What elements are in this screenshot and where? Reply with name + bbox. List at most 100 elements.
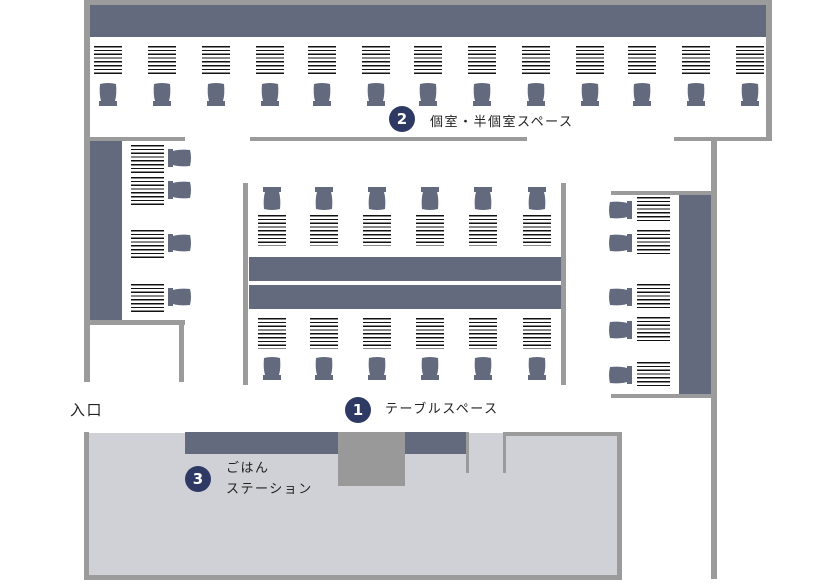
chair-icon <box>629 82 655 108</box>
wall <box>243 183 248 385</box>
chair-icon <box>203 82 229 108</box>
station-block <box>338 432 405 486</box>
area-2-label: 個室・半個室スペース <box>430 115 574 130</box>
table-setting <box>416 318 444 349</box>
table-setting <box>131 230 164 258</box>
chair-icon <box>577 82 603 108</box>
table-setting <box>628 46 656 76</box>
chair-icon <box>166 177 192 203</box>
chair-icon <box>524 356 550 382</box>
table-setting <box>258 215 286 246</box>
table-setting <box>469 318 497 349</box>
table-setting <box>148 46 176 76</box>
table-setting <box>131 145 164 173</box>
chair-icon <box>95 82 121 108</box>
wall <box>179 320 184 382</box>
chair-icon <box>683 82 709 108</box>
chair-icon <box>166 284 192 310</box>
chair-icon <box>166 230 192 256</box>
counter-right <box>679 195 711 394</box>
table-setting <box>258 318 286 349</box>
chair-icon <box>364 356 390 382</box>
area-1-badge: 1 <box>345 397 371 423</box>
wall <box>561 183 566 385</box>
chair-icon <box>608 317 634 343</box>
table-setting <box>523 318 551 349</box>
chair-icon <box>523 82 549 108</box>
table-setting <box>131 284 164 312</box>
table-center-2 <box>249 285 561 309</box>
chair-icon <box>363 82 389 108</box>
chair-icon <box>608 230 634 256</box>
chair-icon <box>166 145 192 171</box>
entrance-label: 入口 <box>70 401 104 419</box>
wall <box>466 432 469 473</box>
wall <box>90 320 185 325</box>
wall <box>503 432 622 436</box>
wall <box>84 432 89 436</box>
table-setting <box>637 317 670 343</box>
table-setting <box>131 177 164 205</box>
wall <box>503 432 506 473</box>
table-setting <box>637 284 670 310</box>
chair-icon <box>417 356 443 382</box>
chair-icon <box>149 82 175 108</box>
table-setting <box>94 46 122 76</box>
chair-icon <box>608 197 634 223</box>
table-setting <box>468 46 496 76</box>
chair-icon <box>415 82 441 108</box>
table-setting <box>363 215 391 246</box>
wall <box>674 137 772 141</box>
table-setting <box>416 215 444 246</box>
counter-top-room <box>90 5 766 37</box>
wall <box>250 137 527 141</box>
chair-icon <box>524 185 550 211</box>
wall <box>84 0 90 382</box>
wall <box>611 191 712 195</box>
area-3-label-line1: ごはん <box>226 461 270 476</box>
chair-icon <box>608 362 634 388</box>
table-center-1 <box>249 257 561 281</box>
table-setting <box>682 46 710 76</box>
table-setting <box>414 46 442 76</box>
table-setting <box>637 230 670 256</box>
chair-icon <box>311 185 337 211</box>
wall <box>711 139 717 579</box>
table-setting <box>469 215 497 246</box>
area-1-label: テーブルスペース <box>385 402 499 417</box>
wall <box>84 0 772 5</box>
chair-icon <box>259 185 285 211</box>
chair-icon <box>309 82 335 108</box>
table-setting <box>637 362 670 388</box>
table-setting <box>576 46 604 76</box>
chair-icon <box>417 185 443 211</box>
table-setting <box>308 46 336 76</box>
chair-icon <box>470 356 496 382</box>
table-setting <box>310 215 338 246</box>
table-setting <box>637 197 670 223</box>
chair-icon <box>469 82 495 108</box>
wall <box>84 137 185 141</box>
chair-icon <box>470 185 496 211</box>
table-setting <box>310 318 338 349</box>
table-setting <box>363 318 391 349</box>
wall <box>611 394 712 398</box>
table-setting <box>523 215 551 246</box>
chair-icon <box>364 185 390 211</box>
chair-icon <box>737 82 763 108</box>
table-setting <box>522 46 550 76</box>
area-3-label-line2: ステーション <box>226 482 313 497</box>
chair-icon <box>608 284 634 310</box>
area-2-badge: 2 <box>389 106 415 132</box>
table-setting <box>736 46 764 76</box>
chair-icon <box>257 82 283 108</box>
chair-icon <box>311 356 337 382</box>
counter-left <box>90 141 122 321</box>
wall <box>766 0 772 141</box>
area-3-badge: 3 <box>185 466 211 492</box>
station-counter <box>185 432 467 454</box>
table-setting <box>202 46 230 76</box>
chair-icon <box>259 356 285 382</box>
table-setting <box>362 46 390 76</box>
table-setting <box>256 46 284 76</box>
